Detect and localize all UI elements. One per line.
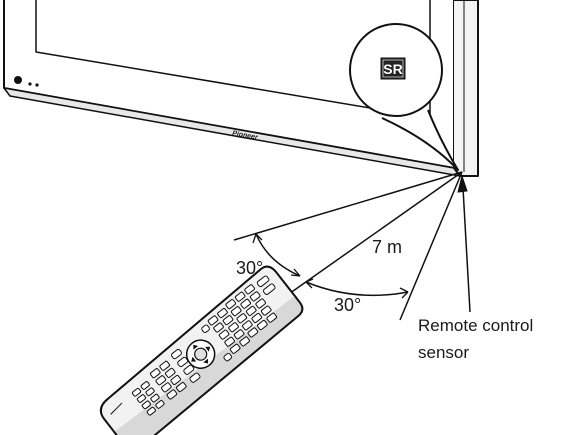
range-line-lower [399, 171, 463, 321]
indicator-led-icon [35, 83, 39, 87]
navigation-pad-icon [185, 339, 216, 369]
range-line-upper [233, 171, 463, 241]
display-panel [3, 0, 479, 177]
range-line-center [285, 171, 463, 297]
range-lines [233, 171, 463, 321]
sensor-pointer-arrow [457, 174, 471, 313]
power-button-icon [14, 76, 22, 84]
distance-label: 7 m [372, 237, 402, 257]
remote-control [99, 265, 304, 435]
angle-label-lower: 30° [334, 295, 361, 315]
sensor-badge-text: SR [383, 61, 402, 77]
brand-logo: Pioneer [232, 130, 260, 142]
sensor-label-line2: sensor [418, 343, 469, 362]
indicator-led-icon [28, 82, 32, 86]
angle-arc-lower [305, 281, 409, 297]
sensor-label-line1: Remote control [418, 316, 533, 335]
angle-arc-upper [255, 233, 301, 277]
sensor-callout: SR [349, 23, 459, 171]
sensor-badge [380, 57, 406, 80]
